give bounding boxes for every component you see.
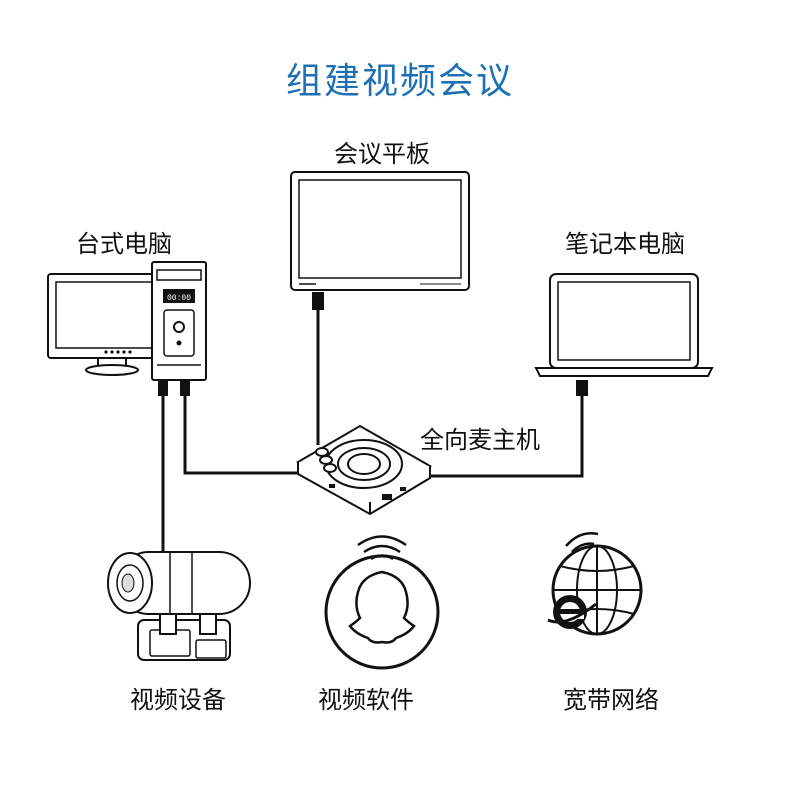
wifi-signal-icon	[357, 535, 407, 547]
desktop-computer-icon	[47, 261, 207, 396]
desktop-display-text: 00:00	[167, 294, 191, 303]
video-device-label: 视频设备	[130, 686, 226, 714]
ptz-camera-icon	[107, 551, 251, 661]
diagram-title: 组建视频会议	[285, 61, 514, 102]
tablet-label: 会议平板	[334, 140, 430, 168]
cable-laptop-to-mic-host	[430, 395, 584, 478]
omnidirectional-mic-host-icon	[295, 424, 432, 516]
qq-penguin-wifi-icon	[324, 535, 440, 670]
desktop-label: 台式电脑	[76, 230, 172, 258]
laptop-label: 笔记本电脑	[565, 230, 685, 258]
video-software-label: 视频软件	[318, 686, 414, 714]
globe-ie-wifi-icon	[547, 532, 643, 636]
laptop-icon	[534, 273, 714, 396]
cable-desktop-to-mic-host	[183, 395, 300, 475]
mic-host-label: 全向麦主机	[420, 426, 540, 454]
conference-tablet-icon	[290, 171, 470, 310]
broadband-label: 宽带网络	[563, 686, 659, 714]
cables	[161, 308, 584, 560]
